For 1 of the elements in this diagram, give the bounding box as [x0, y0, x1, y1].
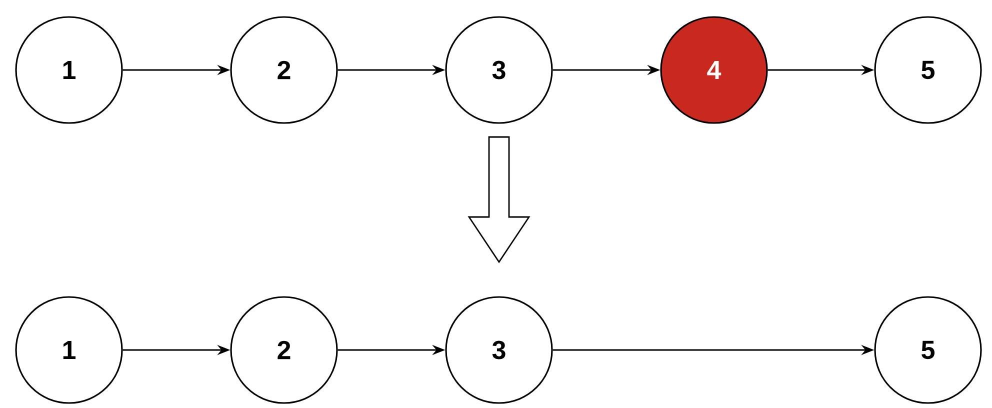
- block-arrow: [468, 136, 530, 264]
